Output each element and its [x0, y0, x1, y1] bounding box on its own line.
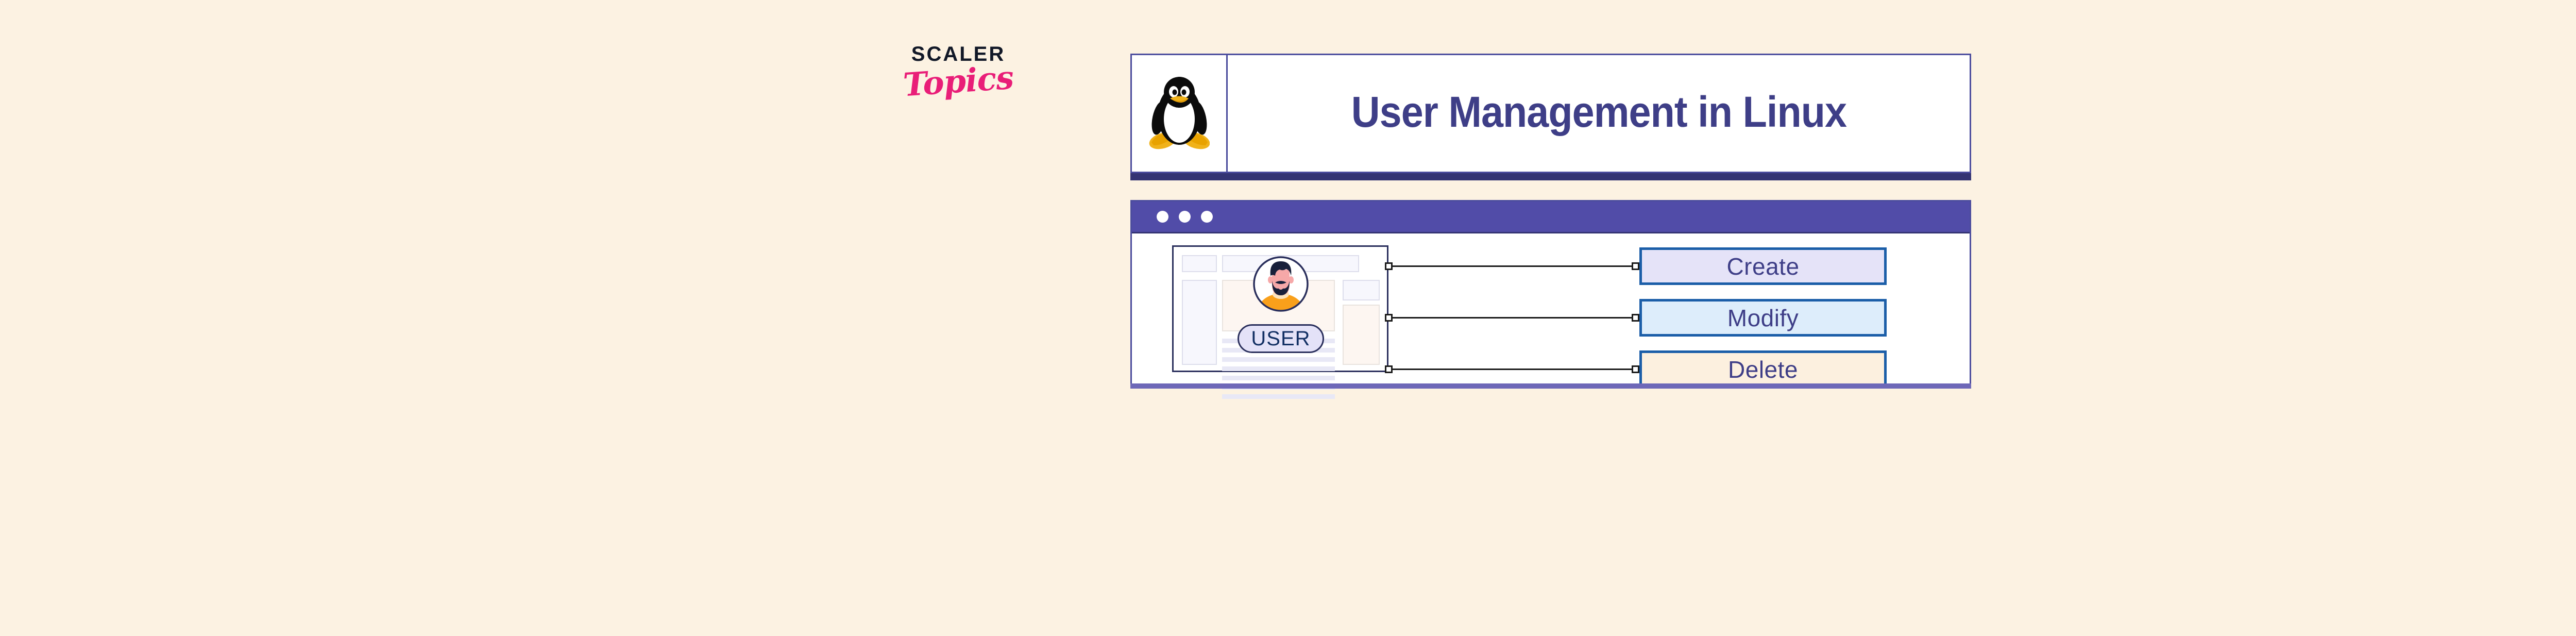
- connector-line-create: [1393, 265, 1632, 267]
- page-title: User Management in Linux: [1351, 87, 1846, 136]
- window-dot-close-icon[interactable]: [1157, 211, 1168, 223]
- wireframe-text-line: [1222, 376, 1335, 380]
- title-card-shadow: [1130, 173, 1971, 180]
- diagram-card-shadow: [1130, 383, 1971, 389]
- tux-logo-cell: [1132, 55, 1228, 172]
- wireframe-right-small-box: [1343, 280, 1380, 300]
- user-avatar-illustration: [1253, 256, 1309, 312]
- wireframe-text-line: [1222, 394, 1335, 399]
- linux-tux-penguin-icon: [1149, 77, 1210, 149]
- action-label-modify: Modify: [1727, 304, 1799, 331]
- brand-primary-word: SCALER: [911, 43, 1006, 65]
- connector-handle-source-modify[interactable]: [1385, 314, 1393, 322]
- connector-handle-source-create[interactable]: [1385, 262, 1393, 270]
- connector-handle-target-modify[interactable]: [1632, 314, 1639, 322]
- user-label-pill: USER: [1238, 324, 1324, 353]
- action-box-delete[interactable]: Delete: [1639, 350, 1887, 388]
- user-label-text: USER: [1251, 327, 1311, 350]
- connector-line-modify: [1393, 317, 1632, 319]
- connector-handle-source-delete[interactable]: [1385, 365, 1393, 373]
- title-text-cell: User Management in Linux: [1228, 55, 1970, 172]
- action-label-create: Create: [1726, 253, 1800, 280]
- title-card: User Management in Linux: [1130, 54, 1971, 173]
- window-dot-minimize-icon[interactable]: [1179, 211, 1191, 223]
- wireframe-right-column-box: [1343, 305, 1380, 365]
- action-label-delete: Delete: [1728, 356, 1798, 383]
- connector-handle-target-create[interactable]: [1632, 262, 1639, 270]
- brand-logo: SCALER Topics: [896, 43, 1020, 104]
- wireframe-sidebar-box: [1182, 280, 1217, 365]
- connector-handle-target-delete[interactable]: [1632, 365, 1639, 373]
- user-wireframe-panel: USER: [1172, 245, 1388, 399]
- window-dot-maximize-icon[interactable]: [1201, 211, 1213, 223]
- action-box-modify[interactable]: Modify: [1639, 299, 1887, 337]
- connector-line-delete: [1393, 369, 1632, 370]
- brand-secondary-word: Topics: [902, 58, 1015, 104]
- wireframe-text-line: [1222, 366, 1335, 371]
- diagram-card: USER Create Modify Delete: [1130, 200, 1971, 399]
- window-titlebar: [1132, 202, 1970, 233]
- action-box-create[interactable]: Create: [1639, 247, 1887, 285]
- diagram-body: USER Create Modify Delete: [1132, 233, 1970, 399]
- wireframe-text-line: [1222, 357, 1335, 362]
- wireframe-placeholder-box: [1182, 255, 1217, 272]
